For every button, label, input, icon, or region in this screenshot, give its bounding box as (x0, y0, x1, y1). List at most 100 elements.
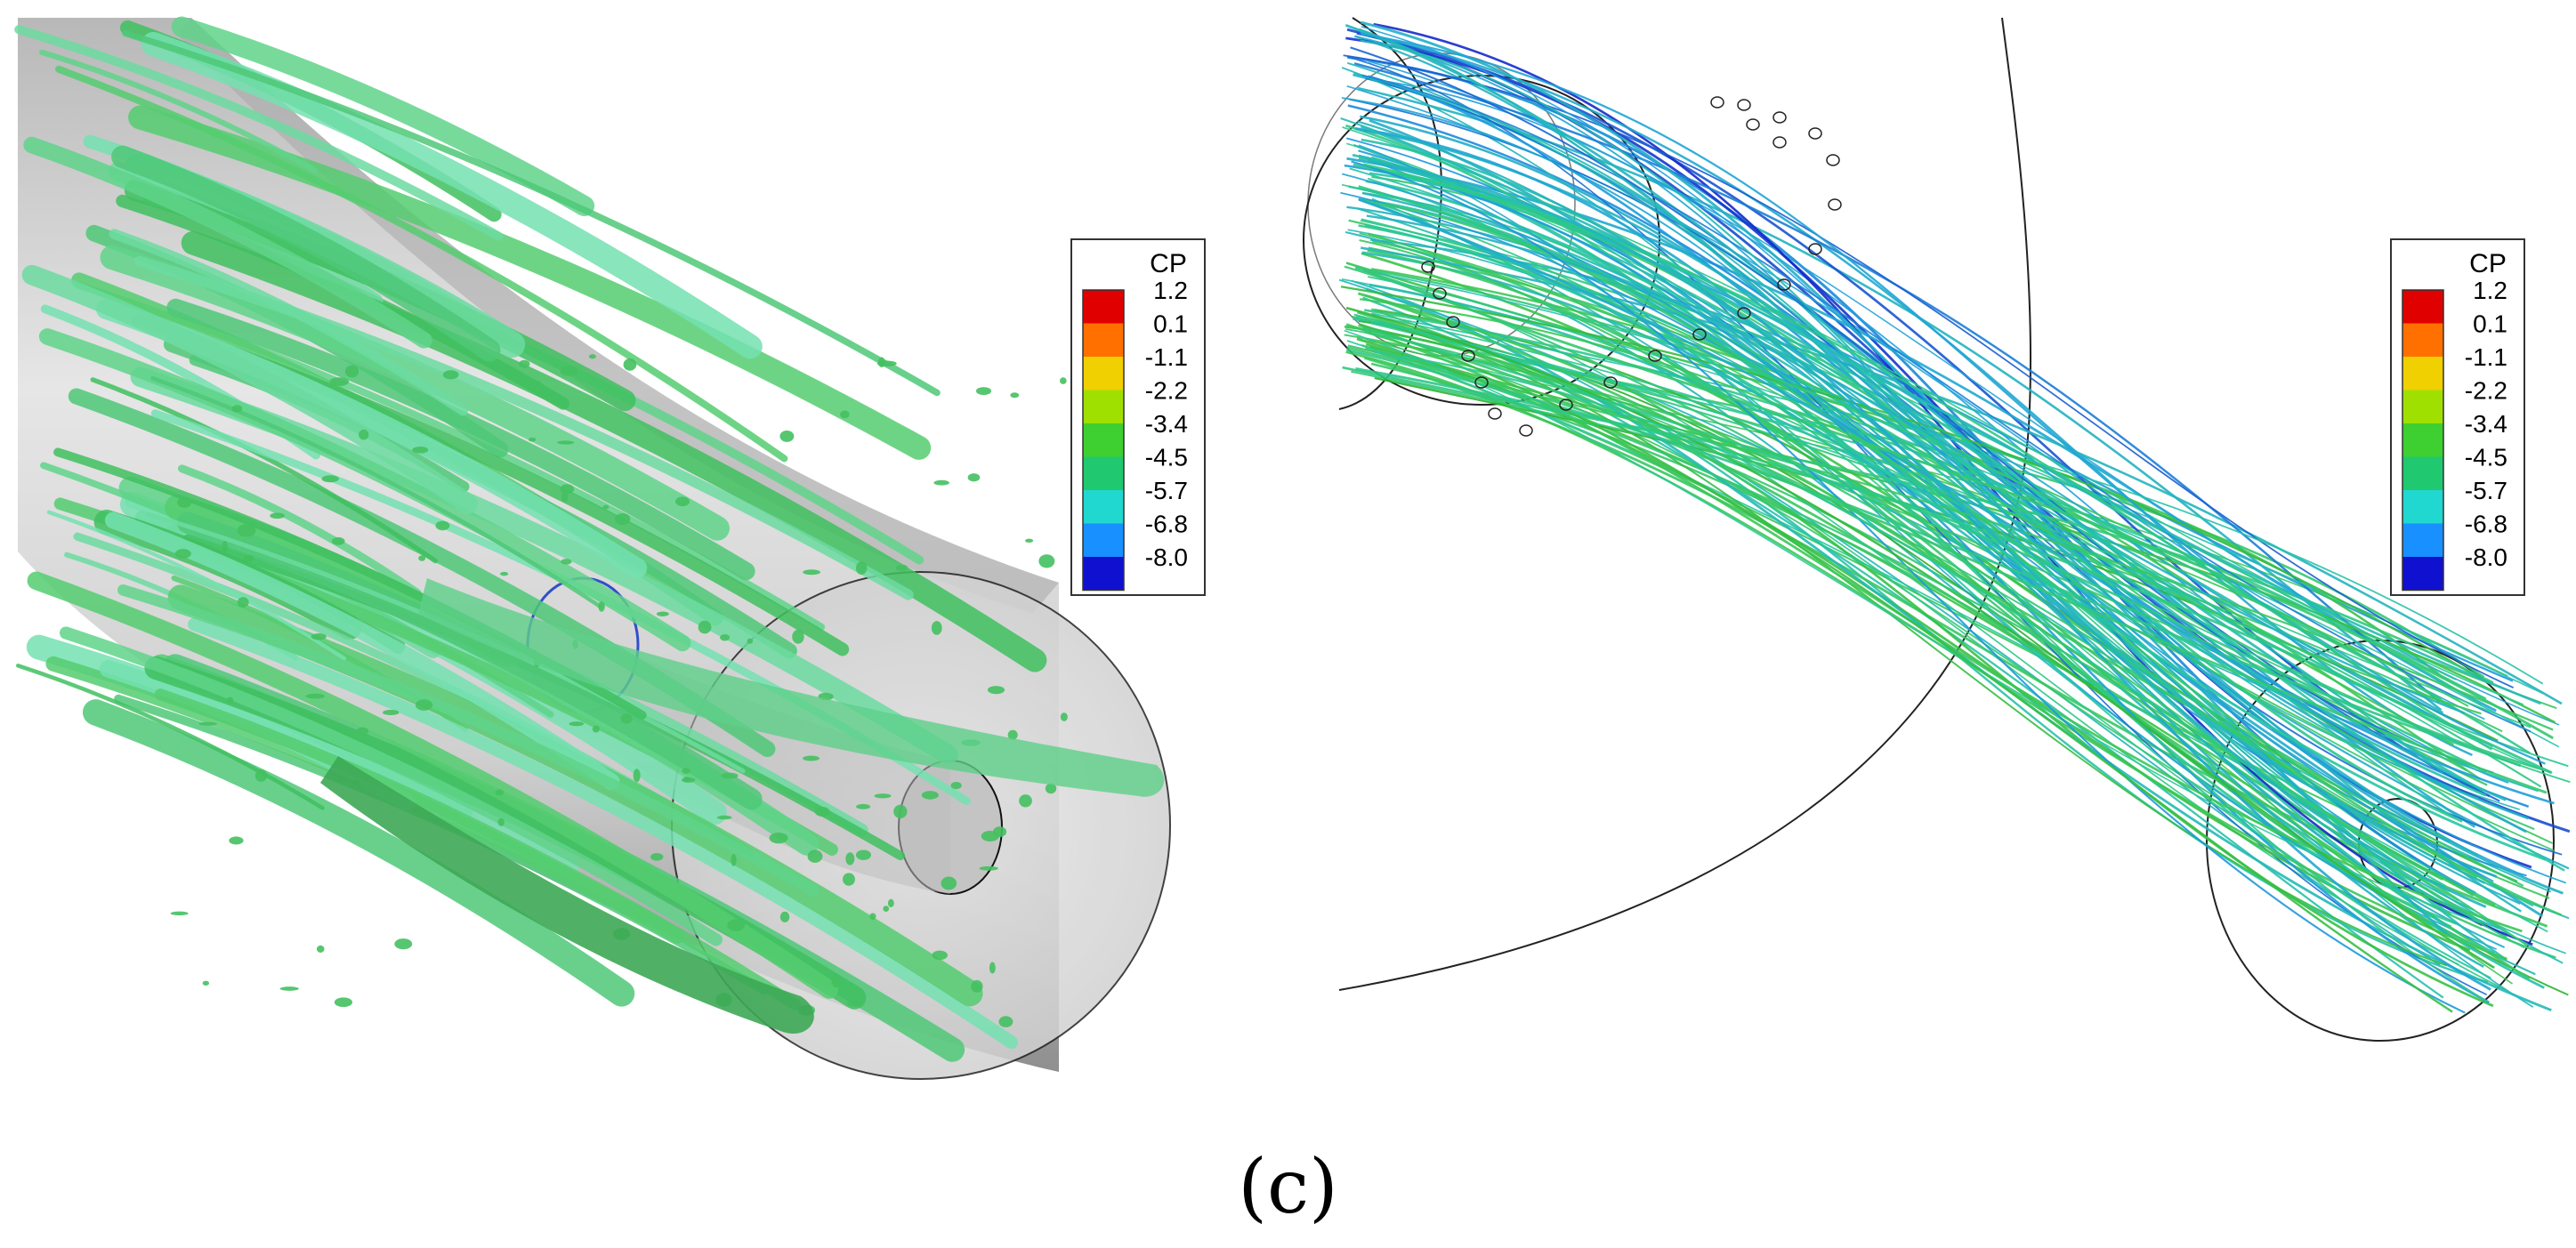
legend-swatch (2402, 357, 2443, 391)
isosurface-fragment (237, 524, 256, 537)
isosurface-fragment (229, 836, 244, 845)
blade-tip-marker (1710, 96, 1724, 109)
isosurface-fragment (1060, 377, 1067, 384)
isosurface-fragment (874, 793, 892, 799)
blade-tip-marker (1773, 136, 1787, 149)
streamline (1355, 366, 2553, 775)
legend-swatch (1083, 456, 1124, 490)
blade-tip-marker (1808, 127, 1822, 140)
blade-tip-marker (1433, 287, 1447, 300)
streamline (1359, 339, 2513, 985)
legend-swatch (1083, 390, 1124, 423)
isosurface-fragment (435, 520, 450, 531)
isosurface-fragment (674, 496, 690, 507)
isosurface-fragment (887, 898, 894, 907)
isosurface-fragment (226, 696, 234, 704)
isosurface-fragment (1045, 783, 1057, 794)
isosurface-streak (122, 29, 941, 397)
streamline (1360, 39, 2500, 930)
legend-swatch (2402, 423, 2443, 457)
isosurface-fragment (831, 973, 841, 988)
isosurface-fragment (331, 536, 345, 545)
isosurface-streak (39, 49, 318, 173)
streamline (1342, 173, 2567, 884)
isosurface-fragment (394, 938, 413, 950)
streamline (1343, 54, 2515, 688)
legend-level-label: -3.4 (1145, 410, 1188, 438)
isosurface-fragment (418, 555, 426, 561)
legend-level-label: -8.0 (2465, 543, 2507, 571)
legend-swatch (2402, 557, 2443, 591)
isosurface-fragment (840, 410, 850, 419)
blade-tip-marker (1773, 111, 1787, 124)
isosurface-fragment (557, 440, 575, 445)
isosurface-streak (100, 245, 730, 541)
isosurface-fragment (588, 354, 596, 359)
legend-title: CP (2469, 249, 2507, 278)
streamline (1344, 329, 2482, 924)
streamline (1342, 126, 2524, 705)
isosurface-fragment (721, 772, 739, 779)
isosurface-fragment (895, 564, 908, 572)
isosurface-fragment (615, 512, 631, 526)
streamline (1367, 177, 2491, 979)
blade-tip-marker (1421, 261, 1435, 273)
isosurface-fragment (561, 491, 569, 503)
isosurface-streak (141, 31, 763, 359)
streamline (1364, 223, 2547, 861)
isosurface-fragment (560, 366, 578, 376)
isosurface-fragment (845, 852, 855, 866)
streamline (1346, 61, 2479, 800)
blade-tip-marker (1519, 424, 1533, 437)
streamline (1365, 327, 2548, 794)
blade-tip-marker (1746, 118, 1760, 131)
legend-level-label: 1.2 (1153, 277, 1188, 304)
isosurface-fragment (803, 755, 820, 761)
isosurface-fragment (975, 387, 992, 396)
legend-swatch (1083, 323, 1124, 357)
isosurface-fragment (497, 817, 505, 826)
isosurface-fragment (623, 358, 637, 371)
streamline (1355, 127, 2491, 991)
legend-level-label: -6.8 (1145, 511, 1188, 538)
isosurface-fragment (847, 1000, 863, 1007)
isosurface-streaks (14, 16, 1165, 1062)
legend-level-label: -2.2 (2465, 377, 2507, 405)
streamline (1345, 306, 2495, 970)
isosurface-streak (46, 510, 347, 661)
isosurface-fragment (321, 475, 339, 483)
isosurface-fragment (998, 1016, 1013, 1027)
isosurface-fragment (620, 713, 633, 724)
isosurface-fragment (869, 913, 876, 921)
legend-level-label: -1.1 (2465, 343, 2507, 371)
streamline (1344, 265, 2524, 887)
streamline (1349, 167, 2456, 819)
streamlines (1338, 20, 2571, 1014)
blade-tip-marker (1692, 328, 1707, 341)
isosurface-fragment (656, 611, 669, 616)
streamline (1346, 346, 2554, 731)
isosurface-fragment (1024, 538, 1034, 543)
isosurface-streak (14, 25, 504, 241)
blade-tip-marker (1826, 154, 1840, 166)
upstream-arc (1338, 17, 1442, 410)
blade-tip-marker (1603, 376, 1618, 389)
streamline (1351, 279, 2441, 966)
legend-level-label: -4.5 (1145, 444, 1188, 471)
blade-markers (1421, 96, 1842, 437)
streamline (1361, 343, 2529, 946)
isosurface-fragment (231, 405, 243, 413)
colorbar-legend-right: CP 1.20.1-1.1-2.2-3.4-4.5-5.7-6.8-8.0 (2390, 238, 2525, 596)
isosurface-fragment (519, 359, 530, 368)
isosurface-fragment (633, 769, 641, 783)
isosurface-fragment (279, 986, 299, 991)
isosurface-fragment (592, 725, 600, 733)
legend-swatch (1083, 357, 1124, 391)
isosurface-fragment (650, 853, 664, 861)
isosurface-fragment (222, 540, 228, 553)
legend-swatch (1083, 523, 1124, 557)
legend-swatch (1083, 290, 1124, 324)
isosurface-fragment (270, 512, 285, 519)
isosurface-fragment (779, 911, 790, 922)
